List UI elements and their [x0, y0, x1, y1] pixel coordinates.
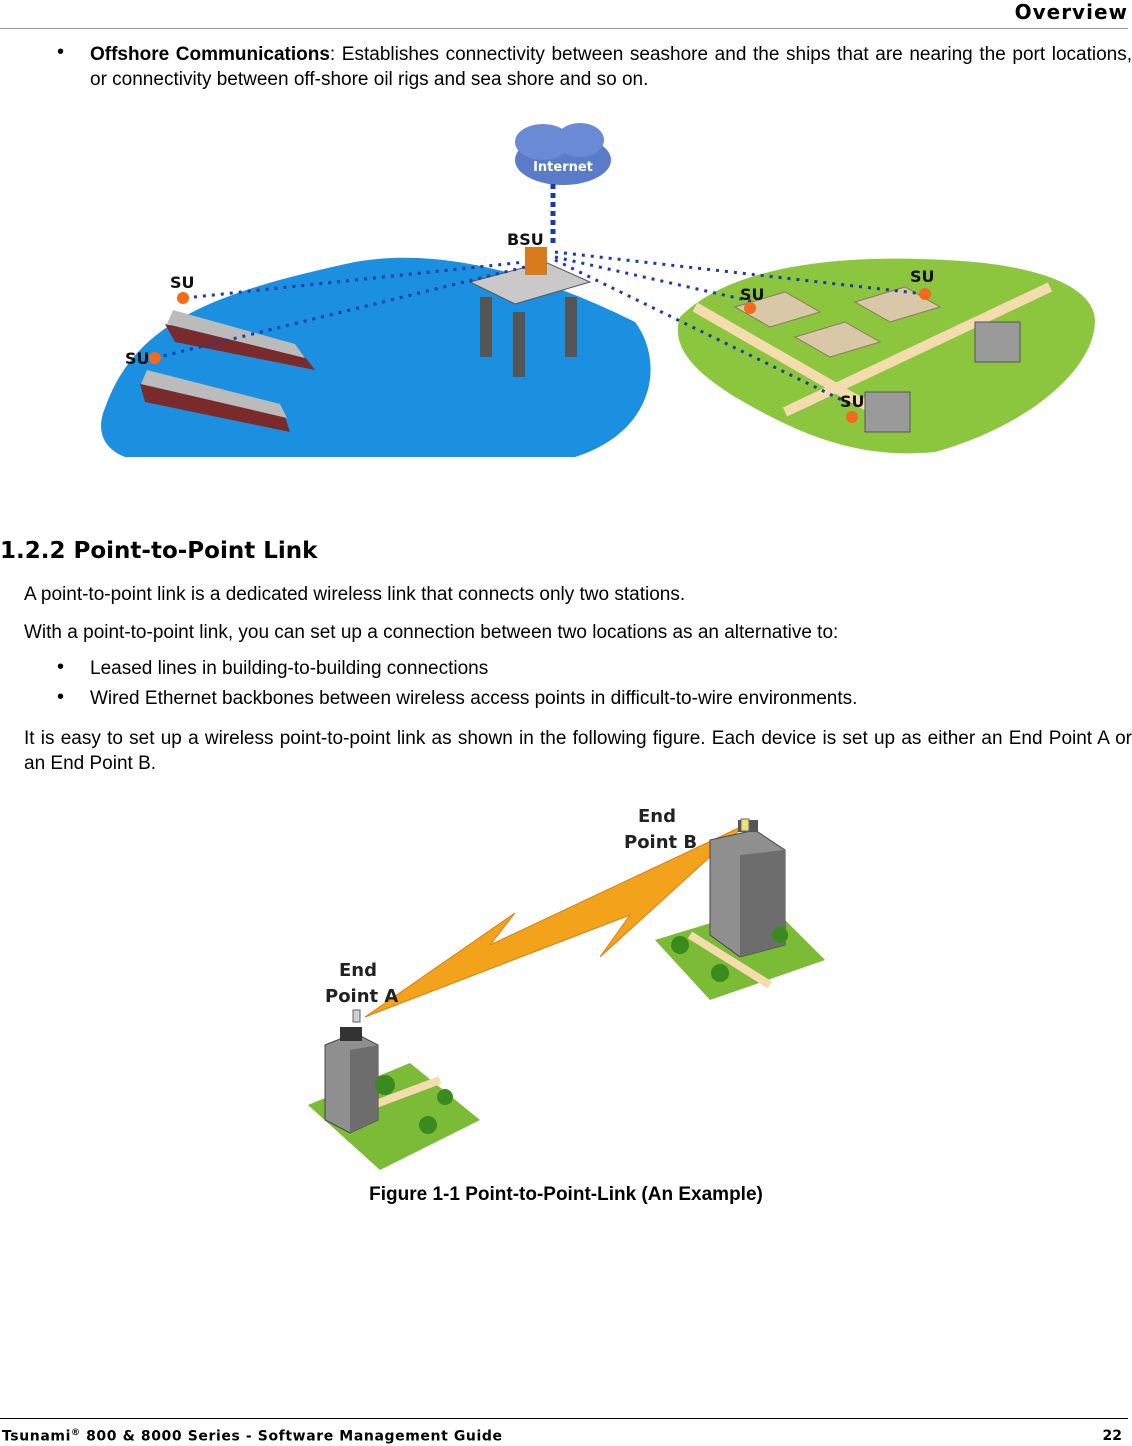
footer-reg-mark: ®: [71, 1428, 81, 1438]
bullet-marker: •: [57, 41, 65, 63]
footer-title: Tsunami® 800 & 8000 Series - Software Ma…: [2, 1428, 503, 1445]
su-label-land-3: SU: [840, 392, 865, 411]
figure-caption: Figure 1-1 Point-to-Point-Link (An Examp…: [369, 1184, 763, 1205]
warehouse-icons: [733, 286, 942, 358]
paragraph-alternatives: With a point-to-point link, you can set …: [24, 622, 839, 643]
end-point-b-label: Point B: [624, 832, 697, 853]
bullet-marker: •: [57, 656, 65, 678]
end-point-b-end-label: End: [638, 806, 676, 827]
running-header: Overview: [1014, 0, 1128, 24]
point-to-point-figure: End Point B End Point A: [308, 806, 825, 1170]
bullet-marker: •: [57, 686, 65, 708]
page-number: 22: [1102, 1428, 1122, 1444]
wireless-links: [154, 250, 926, 406]
ship-icons: [140, 310, 315, 432]
offshore-term: Offshore Communications: [90, 44, 330, 65]
footer-product: Tsunami: [2, 1428, 71, 1445]
bullet-item: Leased lines in building-to-building con…: [90, 658, 489, 679]
su-label-land-2: SU: [740, 285, 765, 304]
su-label-ship-1: SU: [170, 273, 195, 292]
section-heading: 1.2.2 Point-to-Point Link: [0, 538, 318, 564]
building-a-icon: [324, 1027, 379, 1134]
oil-rig-icon: [468, 247, 592, 377]
end-point-a-end-label: End: [339, 960, 377, 981]
header-rule: [0, 28, 1128, 29]
su-markers: [149, 288, 931, 423]
end-point-a-label: Point A: [325, 986, 398, 1007]
office-building-icons: [864, 321, 1021, 433]
offshore-network-figure: Internet BSU SU SU SU SU SU: [101, 123, 1095, 457]
path-b: [687, 931, 773, 989]
internet-cloud-icon: [515, 123, 611, 185]
antenna-b-icon: [740, 818, 750, 832]
antenna-a-icon: [352, 1009, 361, 1023]
footer-rest: 800 & 8000 Series - Software Management …: [80, 1428, 503, 1445]
su-label-ship-2: SU: [125, 349, 150, 368]
bullet-item: Wired Ethernet backbones between wireles…: [90, 688, 858, 709]
bsu-label: BSU: [507, 230, 544, 249]
road: [692, 282, 1053, 427]
wireless-link-bolt: [364, 824, 746, 1018]
offshore-text: : Establishes connectivity between seash…: [90, 44, 1132, 90]
internet-label: Internet: [533, 160, 593, 175]
offshore-paragraph: Offshore Communications: Establishes con…: [90, 42, 1132, 92]
paragraph-setup: It is easy to set up a wireless point-to…: [24, 728, 1132, 774]
footer-rule: [0, 1418, 1128, 1419]
paragraph-definition: A point-to-point link is a dedicated wir…: [24, 584, 686, 605]
tree-icons: [375, 927, 788, 1134]
su-label-land-1: SU: [910, 267, 935, 286]
